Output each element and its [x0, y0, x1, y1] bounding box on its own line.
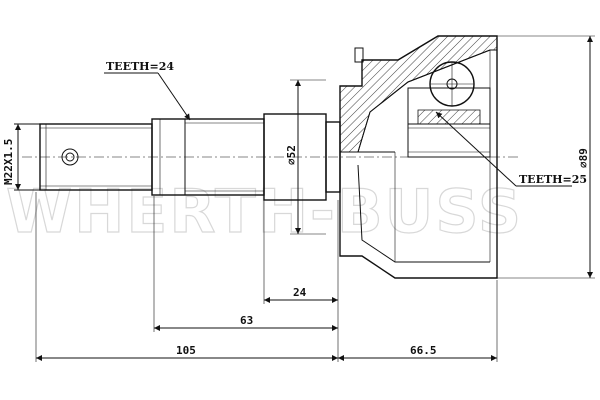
cotter-hole	[61, 148, 79, 166]
label-dia-52: ⌀52	[285, 145, 298, 165]
dim-66-5: 66.5	[410, 344, 437, 357]
dim-105: 105	[176, 344, 196, 357]
outer-housing	[339, 35, 498, 279]
label-teeth-24: TEETH=24	[106, 60, 174, 73]
label-dia-89: ⌀89	[577, 148, 590, 168]
callout-spline-shaft: TEETH=24	[104, 60, 191, 121]
label-thread: M22X1.5	[2, 139, 15, 185]
callout-spline-inner: TEETH=25	[435, 111, 587, 187]
dim-63: 63	[240, 314, 253, 327]
dim-24: 24	[293, 286, 307, 299]
label-teeth-25: TEETH=25	[519, 173, 587, 186]
